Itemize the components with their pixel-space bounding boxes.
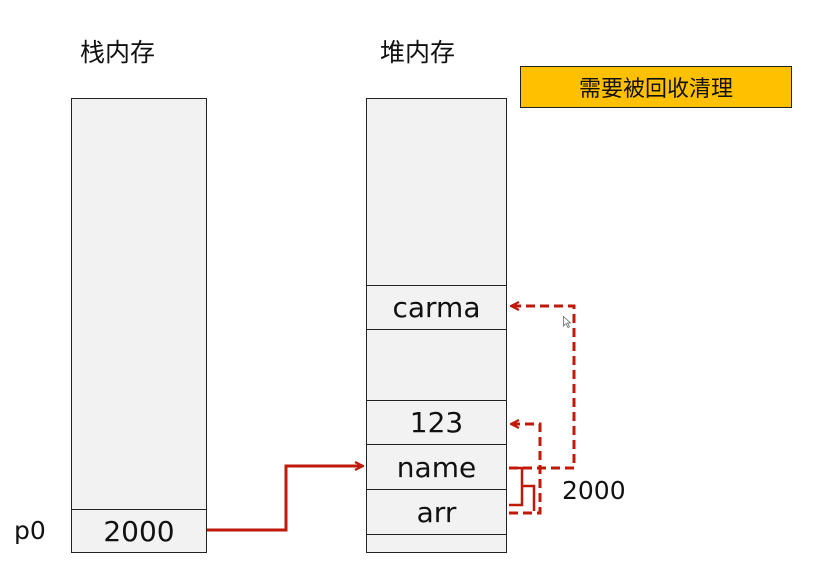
- heap-memory-title: 堆内存: [380, 38, 456, 67]
- heap-memory-column: carma 123 name arr: [366, 98, 507, 553]
- name-connector: [509, 466, 524, 507]
- address-label: 2000: [562, 476, 626, 505]
- stack-cell-p0: 2000: [72, 509, 206, 552]
- heap-cell-carma: carma: [367, 285, 506, 330]
- pointer-arrow-p0-to-heap: [207, 466, 362, 532]
- cursor-icon: [563, 316, 571, 328]
- heap-cell-123: 123: [367, 400, 506, 445]
- dashed-arrow-name-to-carma: [509, 306, 576, 470]
- variable-label-p0: p0: [14, 516, 46, 545]
- stack-memory-title: 栈内存: [80, 38, 156, 67]
- stack-memory-column: 2000: [71, 98, 207, 553]
- gc-cleanup-badge: 需要被回收清理: [520, 66, 792, 108]
- heap-cell-arr: arr: [367, 490, 506, 535]
- dashed-arrow-arr-to-123: [509, 424, 542, 515]
- heap-cell-name: name: [367, 445, 506, 490]
- arr-bracket: [522, 484, 536, 511]
